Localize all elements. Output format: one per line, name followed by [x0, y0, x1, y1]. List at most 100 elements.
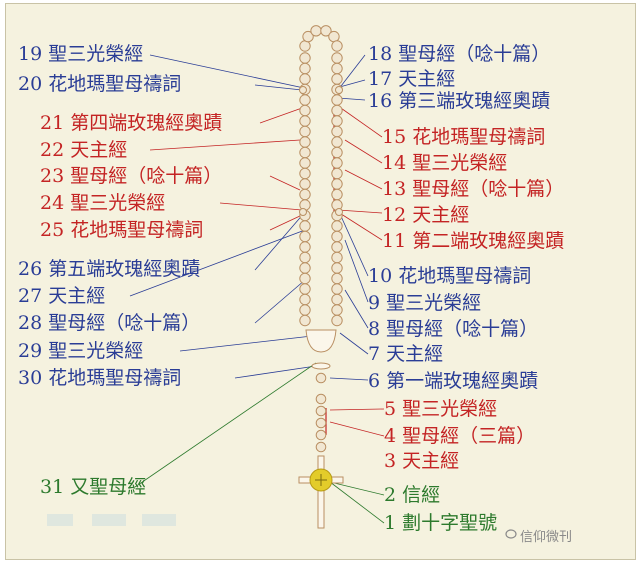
bead	[331, 178, 343, 190]
label-25: 25 花地瑪聖母禱詞	[40, 219, 203, 241]
label-number: 21	[40, 112, 71, 134]
label-24: 24 聖三光榮經	[40, 192, 165, 214]
label-5: 5 聖三光榮經	[384, 398, 497, 420]
label-number: 8	[368, 318, 387, 340]
bead	[331, 73, 343, 85]
leader-line	[259, 107, 303, 124]
bead	[299, 220, 311, 232]
bead	[299, 52, 311, 64]
label-number: 11	[382, 230, 413, 252]
label-number: 23	[40, 165, 71, 187]
bead	[299, 62, 311, 75]
label-number: 24	[40, 192, 71, 214]
label-text: 花地瑪聖母禱詞	[412, 126, 546, 148]
label-text: 花地瑪聖母禱詞	[48, 73, 182, 95]
label-29: 29 聖三光榮經	[18, 340, 143, 362]
label-number: 22	[40, 139, 71, 161]
bead	[299, 241, 311, 253]
leader-line	[329, 481, 385, 524]
label-number: 7	[368, 343, 387, 365]
tail-bead	[315, 429, 327, 441]
tail-bead	[315, 393, 327, 405]
blurred-text	[92, 514, 126, 526]
bead	[299, 167, 311, 180]
label-number: 5	[384, 398, 403, 420]
centerpiece-ring	[311, 362, 331, 370]
label-text: 聖三光榮經	[48, 340, 144, 362]
bead	[331, 262, 343, 274]
leader-line	[344, 239, 369, 303]
leader-line	[329, 377, 369, 381]
label-number: 27	[18, 285, 49, 307]
bead	[299, 251, 311, 264]
label-1: 1 劃十字聖號	[384, 512, 497, 534]
bead	[310, 25, 322, 37]
watermark: 信仰微刊	[520, 530, 573, 545]
label-3: 3 天主經	[384, 450, 459, 472]
label-number: 28	[18, 312, 49, 334]
leader-line	[179, 335, 313, 352]
leader-line	[129, 229, 306, 297]
leader-line	[339, 332, 369, 355]
bead	[302, 30, 314, 43]
bead	[299, 293, 311, 306]
bead	[331, 293, 343, 306]
label-text: 第三端玫瑰經奧蹟	[398, 90, 551, 112]
label-text: 天主經	[70, 139, 128, 161]
label-text: 第一端玫瑰經奧蹟	[386, 370, 539, 392]
label-number: 9	[368, 292, 387, 314]
label-2: 2 信經	[384, 484, 440, 506]
bead	[299, 73, 311, 85]
leader-line	[254, 279, 306, 324]
bead	[331, 125, 343, 138]
bead	[331, 94, 343, 106]
bead	[331, 314, 343, 327]
label-text: 天主經	[412, 204, 470, 226]
leader-line	[219, 202, 303, 211]
tail-bead	[315, 417, 327, 429]
bead	[331, 283, 343, 295]
leader-line	[329, 408, 385, 411]
leader-line	[329, 421, 385, 437]
bead	[331, 220, 343, 232]
label-number: 10	[368, 265, 399, 287]
label-text: 花地瑪聖母禱詞	[398, 265, 532, 287]
leader-line	[149, 139, 301, 151]
label-28: 28 聖母經（唸十篇）	[18, 312, 200, 334]
bead	[328, 30, 340, 43]
label-text: 花地瑪聖母禱詞	[48, 367, 182, 389]
label-number: 17	[368, 68, 399, 90]
label-text: 聖母經（三篇）	[402, 425, 536, 447]
bead	[299, 304, 311, 316]
leader-line	[344, 289, 369, 329]
separator-bead	[335, 208, 343, 216]
bead	[299, 115, 311, 127]
label-17: 17 天主經	[368, 68, 455, 90]
label-6: 6 第一端玫瑰經奧蹟	[368, 370, 538, 392]
bead	[299, 283, 311, 295]
wechat-icon	[505, 529, 517, 539]
label-12: 12 天主經	[382, 204, 469, 226]
label-4: 4 聖母經（三篇）	[384, 425, 535, 447]
label-text: 天主經	[386, 343, 444, 365]
label-number: 3	[384, 450, 403, 472]
bead	[331, 251, 343, 264]
label-19: 19 聖三光榮經	[18, 43, 143, 65]
label-text: 聖母經（唸十篇）	[398, 43, 551, 65]
label-number: 29	[18, 340, 49, 362]
bead	[299, 104, 311, 117]
bead	[299, 230, 311, 243]
bead	[331, 62, 343, 75]
bead	[331, 104, 343, 117]
label-number: 4	[384, 425, 403, 447]
leader-line	[344, 139, 383, 164]
label-text: 聖三光榮經	[412, 152, 508, 174]
label-8: 8 聖母經（唸十篇）	[368, 318, 538, 340]
bead	[299, 157, 311, 169]
label-number: 31	[40, 476, 65, 498]
bead	[299, 272, 311, 285]
bead	[331, 40, 343, 52]
label-number: 19	[18, 43, 49, 65]
bead	[331, 157, 343, 169]
